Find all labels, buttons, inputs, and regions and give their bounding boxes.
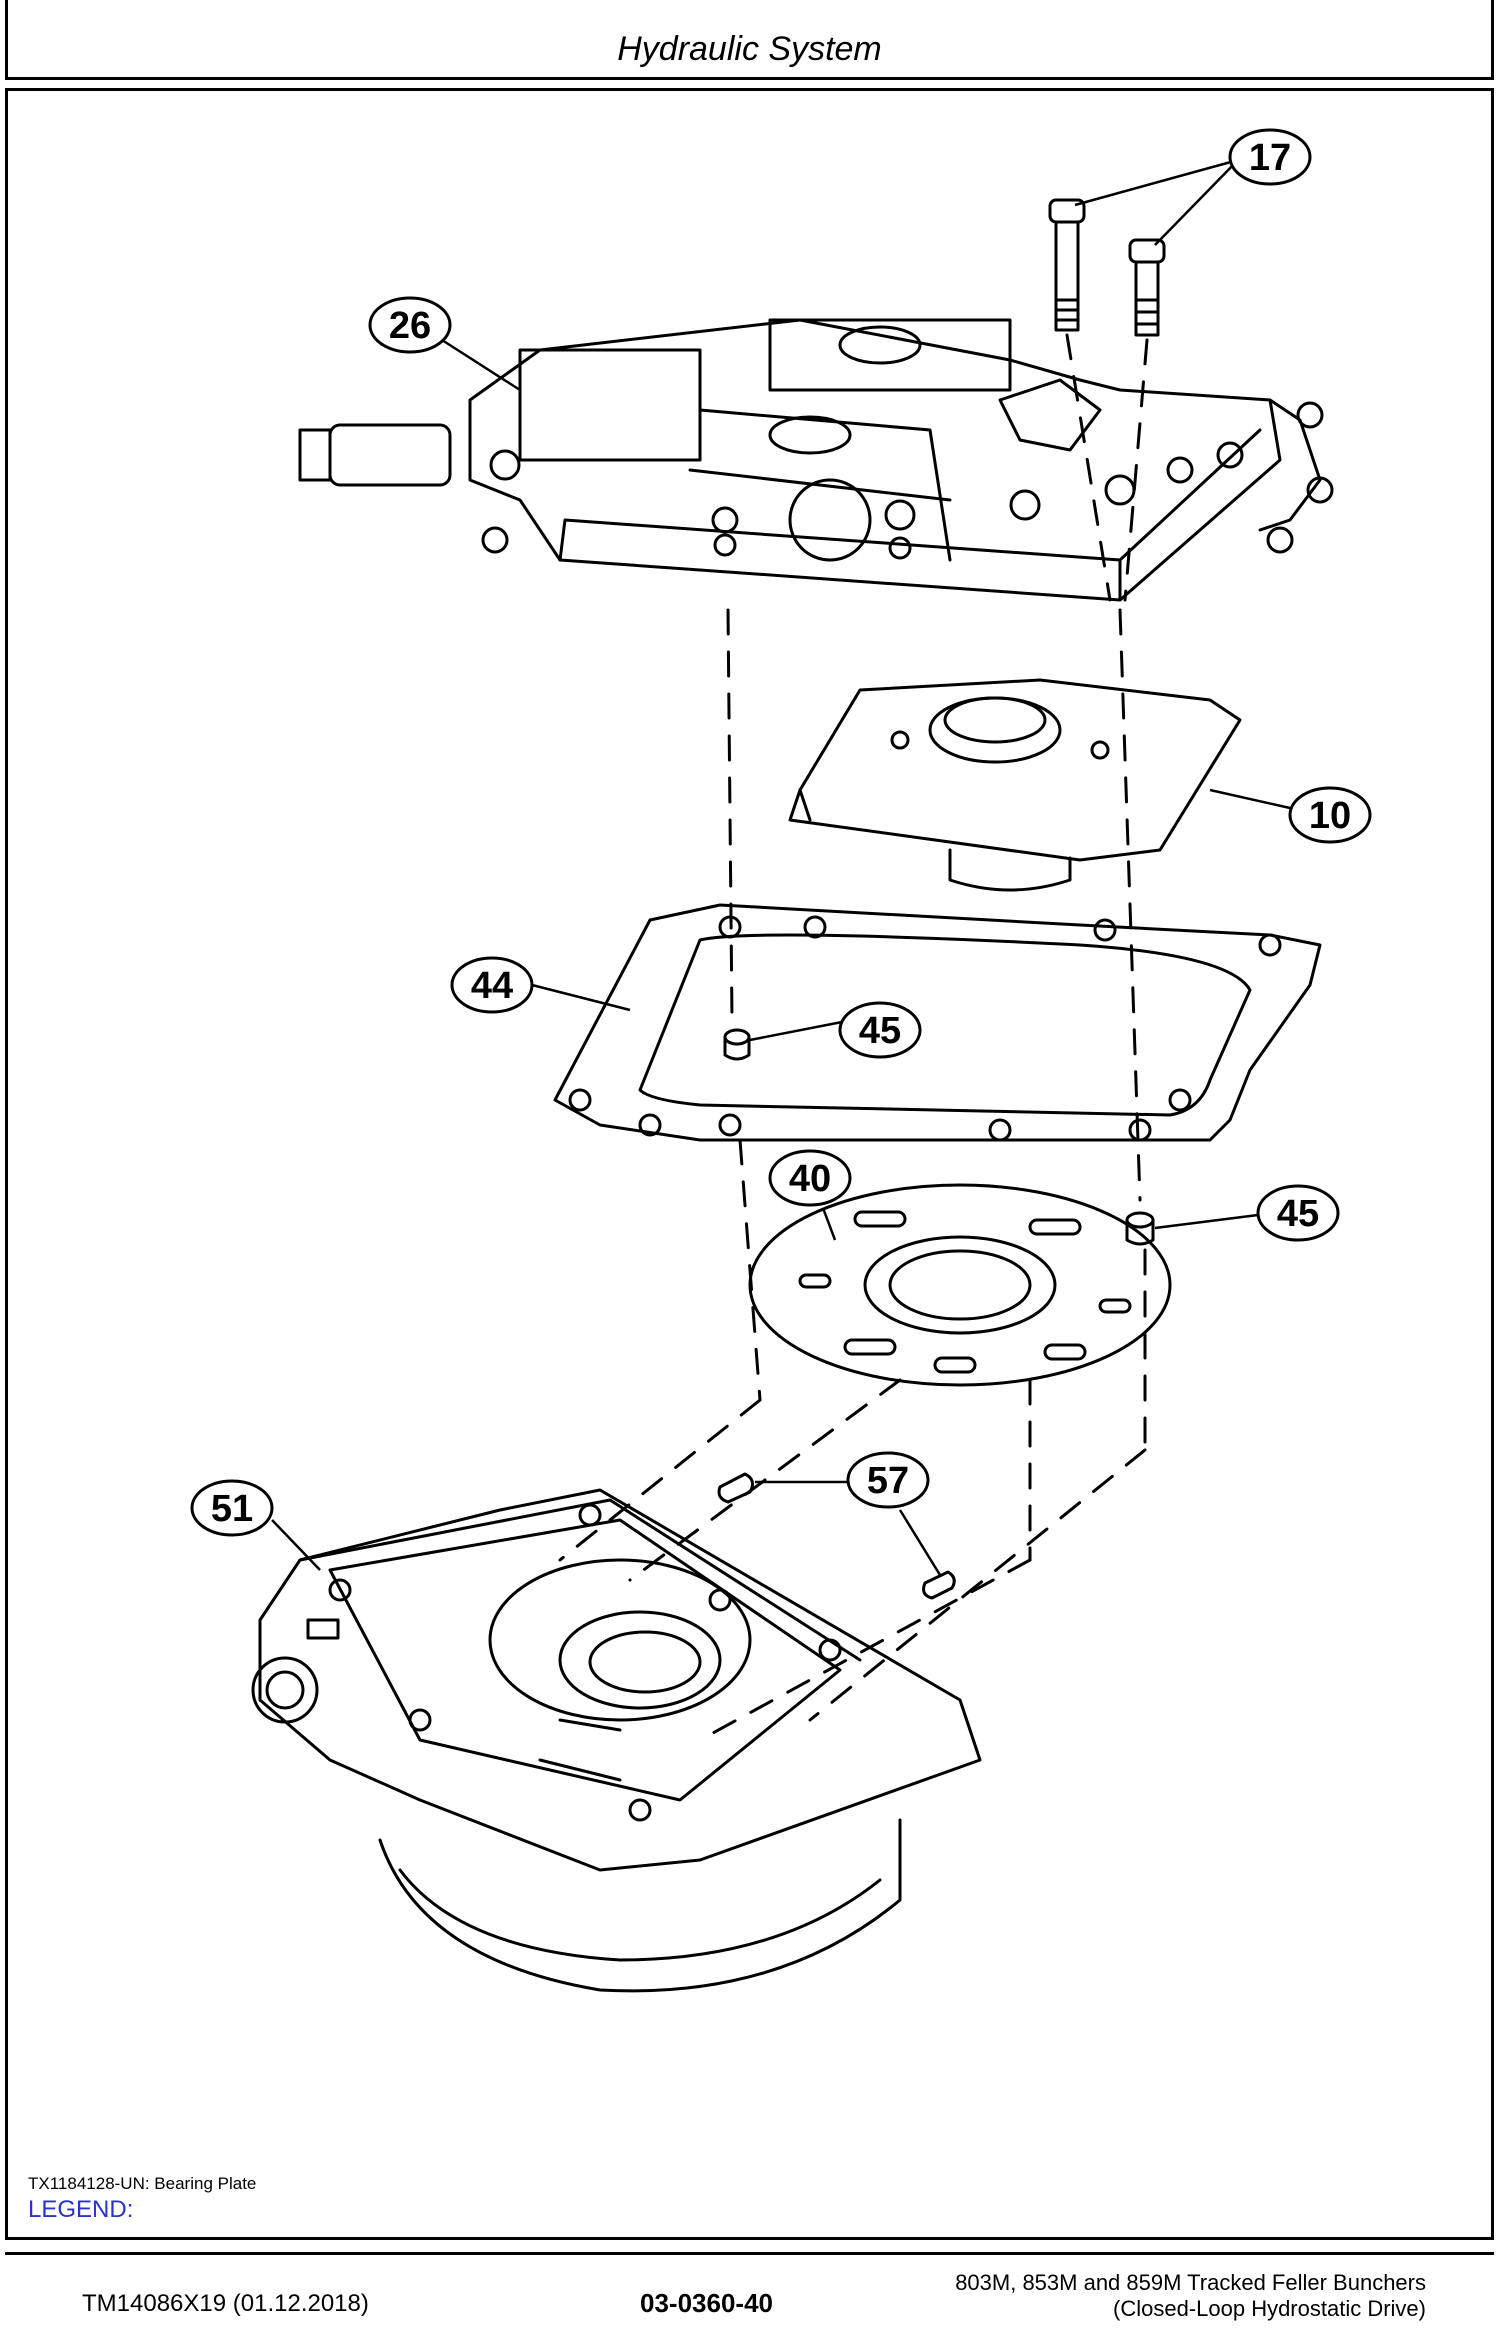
figure-frame <box>5 88 1494 2240</box>
bolt-part <box>1048 198 1086 332</box>
page-header: Hydraulic System <box>5 0 1494 80</box>
callout-10: 10 <box>1309 795 1351 837</box>
footer-divider <box>5 2252 1494 2255</box>
callout-45: 45 <box>859 1010 901 1052</box>
page-number: 03-0360-40 <box>640 2288 773 2318</box>
legend-label: LEGEND: <box>28 2196 134 2223</box>
callout-40: 40 <box>789 1158 831 1200</box>
pin-part <box>717 1472 755 1504</box>
callout-45b: 45 <box>1277 1193 1319 1235</box>
bolt-part <box>1128 238 1166 337</box>
dowel-pin-part <box>723 1028 751 1061</box>
bearing-plate <box>788 678 1242 892</box>
callout-26: 26 <box>389 305 431 347</box>
pin-part <box>922 1570 956 1600</box>
valve-plate-ring <box>748 1183 1172 1387</box>
manual-title-line2: (Closed-Loop Hydrostatic Drive) <box>1113 2296 1426 2321</box>
page-title: Hydraulic System <box>617 30 882 68</box>
callout-17: 17 <box>1249 137 1291 179</box>
motor-housing <box>251 1488 982 1993</box>
figure-caption: TX1184128-UN: Bearing Plate <box>28 2174 257 2193</box>
callout-51: 51 <box>211 1488 253 1530</box>
dowel-pin-part <box>1125 1211 1155 1246</box>
document-id: TM14086X19 (01.12.2018) <box>82 2290 369 2317</box>
manual-title: 803M, 853M and 859M Tracked Feller Bunch… <box>955 2270 1426 2322</box>
callout-44: 44 <box>471 965 513 1007</box>
manual-title-line1: 803M, 853M and 859M Tracked Feller Bunch… <box>955 2270 1426 2295</box>
callout-57: 57 <box>867 1460 909 1502</box>
gasket-plate <box>553 903 1322 1142</box>
control-valve-block <box>298 318 1334 602</box>
